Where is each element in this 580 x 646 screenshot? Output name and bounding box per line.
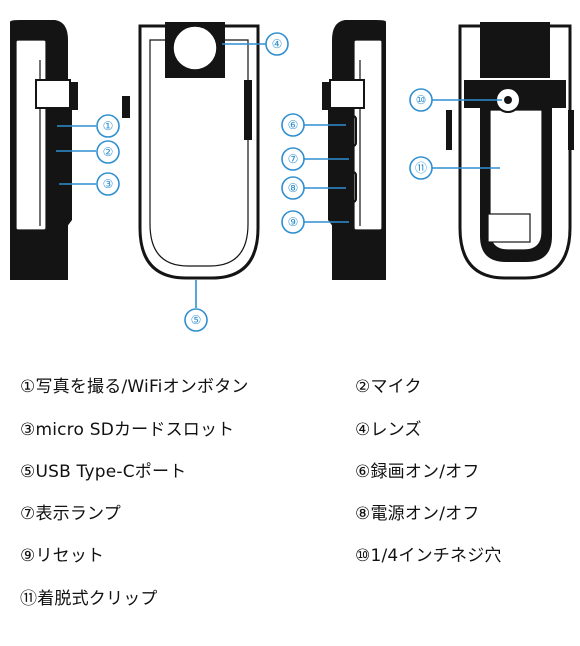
device-right-side-view bbox=[322, 20, 386, 280]
label-5: ⑤USB Type-Cポート bbox=[20, 457, 186, 482]
device-back-view bbox=[446, 22, 574, 280]
callout-8: ⑧ bbox=[281, 176, 305, 200]
callout-3: ③ bbox=[96, 172, 120, 196]
label-9: ⑨リセット bbox=[20, 541, 104, 566]
svg-text:⑪: ⑪ bbox=[415, 161, 427, 175]
svg-text:⑤: ⑤ bbox=[191, 313, 202, 327]
label-3-text: micro SDカードスロット bbox=[35, 420, 235, 440]
device-left-side-view bbox=[10, 20, 78, 280]
svg-text:⑧: ⑧ bbox=[288, 181, 299, 195]
label-1: ①写真を撮る/WiFiオンボタン bbox=[20, 372, 249, 397]
camera-diagram: ① ② ③ ④ ⑤ ⑥ ⑦ ⑧ ⑨ ⑩ ⑪ bbox=[10, 20, 574, 332]
svg-text:④: ④ bbox=[272, 37, 283, 51]
label-11-text: 着脱式クリップ bbox=[37, 589, 158, 609]
label-7: ⑦表示ランプ bbox=[20, 499, 121, 524]
label-1-num: ① bbox=[20, 377, 36, 397]
label-9-text: リセット bbox=[35, 546, 105, 566]
label-2: ②マイク bbox=[355, 372, 422, 397]
label-10: ⑩1/4インチネジ穴 bbox=[355, 541, 502, 566]
callout-10: ⑩ bbox=[409, 88, 433, 112]
label-5-text: USB Type-Cポート bbox=[35, 462, 187, 482]
label-3-num: ③ bbox=[20, 420, 36, 440]
callout-6: ⑥ bbox=[281, 113, 305, 137]
label-5-num: ⑤ bbox=[20, 462, 36, 482]
label-4-num: ④ bbox=[355, 420, 371, 440]
svg-text:⑥: ⑥ bbox=[288, 118, 299, 132]
label-6-text: 録画オン/オフ bbox=[370, 462, 480, 482]
svg-text:②: ② bbox=[103, 145, 114, 159]
svg-text:③: ③ bbox=[103, 177, 114, 191]
label-4: ④レンズ bbox=[355, 415, 422, 440]
svg-text:⑨: ⑨ bbox=[288, 215, 299, 229]
label-6: ⑥録画オン/オフ bbox=[355, 457, 480, 482]
label-2-num: ② bbox=[355, 377, 371, 397]
callout-5: ⑤ bbox=[184, 308, 208, 332]
label-6-num: ⑥ bbox=[355, 462, 371, 482]
label-1-text: 写真を撮る/WiFiオンボタン bbox=[35, 377, 249, 397]
callout-7: ⑦ bbox=[281, 147, 305, 171]
callout-4: ④ bbox=[265, 32, 289, 56]
label-10-text: 1/4インチネジ穴 bbox=[370, 546, 502, 566]
callout-9: ⑨ bbox=[281, 210, 305, 234]
label-7-num: ⑦ bbox=[20, 504, 36, 524]
leader-lines bbox=[56, 43, 502, 308]
label-8-num: ⑧ bbox=[355, 504, 371, 524]
callout-11: ⑪ bbox=[409, 156, 433, 180]
label-11: ⑪着脱式クリップ bbox=[20, 584, 158, 609]
label-2-text: マイク bbox=[370, 377, 422, 397]
label-4-text: レンズ bbox=[370, 420, 422, 440]
svg-text:⑦: ⑦ bbox=[288, 152, 299, 166]
label-10-num: ⑩ bbox=[355, 546, 371, 566]
device-front-view bbox=[122, 22, 260, 280]
label-7-text: 表示ランプ bbox=[35, 504, 121, 524]
label-9-num: ⑨ bbox=[20, 546, 36, 566]
svg-text:⑩: ⑩ bbox=[416, 93, 427, 107]
label-11-num: ⑪ bbox=[20, 589, 38, 609]
label-3: ③micro SDカードスロット bbox=[20, 415, 234, 440]
label-8: ⑧電源オン/オフ bbox=[355, 499, 480, 524]
callout-2: ② bbox=[96, 140, 120, 164]
label-8-text: 電源オン/オフ bbox=[370, 504, 480, 524]
callout-1: ① bbox=[96, 114, 120, 138]
svg-text:①: ① bbox=[103, 119, 114, 133]
